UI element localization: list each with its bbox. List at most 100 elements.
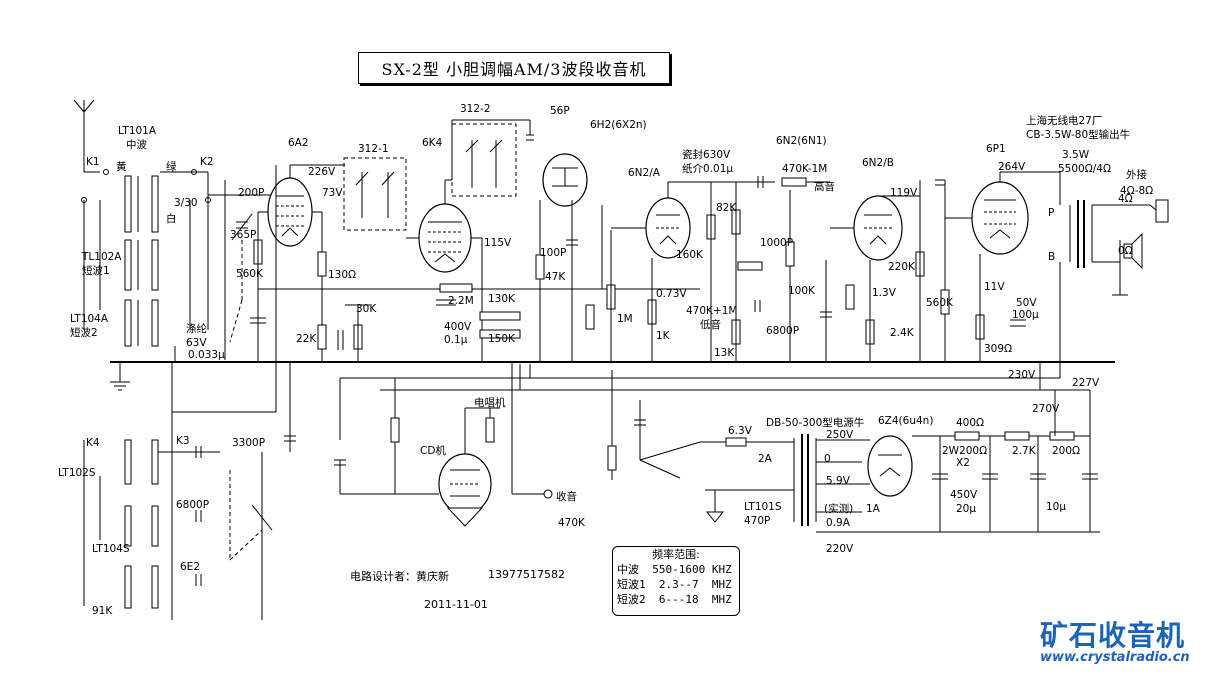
component-label: 中波 <box>126 138 147 151</box>
frequency-range-title: 频率范围: <box>652 548 700 561</box>
component-label: 黄 <box>116 160 127 173</box>
component-label: 312-2 <box>460 103 491 115</box>
resistor-150k <box>479 329 521 339</box>
if-transformer-312-2 <box>451 123 517 197</box>
component-label: 纸介0.01μ <box>682 162 733 175</box>
frequency-range-row: 中波 550-1600 KHZ <box>617 563 732 576</box>
component-label: 电唱机 <box>474 396 506 409</box>
resistor-560k-b <box>940 289 950 315</box>
power-transformer <box>793 434 817 526</box>
component-label: 470K-1M <box>782 163 827 175</box>
component-label: 130Ω <box>328 269 356 281</box>
tube-6p1 <box>971 181 1029 255</box>
component-label: 6.3V <box>728 425 753 437</box>
treble-potentiometer <box>781 177 807 187</box>
component-label: 200P <box>238 187 264 199</box>
component-label: 2W200Ω <box>942 445 987 457</box>
component-label: P <box>1048 207 1054 219</box>
component-label: 短波2 <box>70 326 98 339</box>
component-label: 上海无线电27厂 <box>1026 114 1102 127</box>
component-label: 5500Ω/4Ω <box>1058 163 1111 175</box>
component-label: 73V <box>322 187 343 199</box>
component-label: 91K <box>92 605 113 617</box>
antenna-icon <box>73 99 95 172</box>
component-label: 56P <box>550 105 570 117</box>
component-label: 1M <box>617 313 633 325</box>
component-label: 400V <box>444 321 472 333</box>
tube-6n2-b <box>853 195 903 261</box>
component-label: 130K <box>488 293 516 305</box>
component-label: K2 <box>200 156 214 168</box>
component-label: CD机 <box>420 444 446 457</box>
tube-6h2 <box>542 153 588 207</box>
component-label: 5.9V <box>826 475 851 487</box>
coil-lt104s <box>124 565 159 609</box>
component-label: 160K <box>676 249 704 261</box>
component-label: 涤纶 <box>186 322 207 335</box>
speaker-icon <box>1123 232 1143 270</box>
component-label: 220V <box>826 543 854 555</box>
component-label: 6N2(6N1) <box>776 135 827 147</box>
component-label: 6N2/B <box>862 157 894 169</box>
component-label: 6K4 <box>422 137 443 149</box>
component-label: 400Ω <box>956 417 984 429</box>
component-label: 瓷封630V <box>682 148 731 161</box>
component-label: 2.7K <box>1012 445 1037 457</box>
component-label: 450V <box>950 489 978 501</box>
component-label: 2.4K <box>890 327 915 339</box>
coil-tl102a <box>124 239 159 291</box>
component-label: 0 <box>824 453 831 465</box>
coil-lt101s <box>124 439 159 485</box>
component-label: 100μ <box>1012 309 1039 321</box>
tube-6k4 <box>418 203 472 273</box>
component-label: 560K <box>236 268 264 280</box>
component-label: 309Ω <box>984 343 1012 355</box>
component-label: LT102S <box>58 467 96 479</box>
component-label: LT101A <box>118 125 157 137</box>
tube-6e2 <box>438 453 492 527</box>
coil-lt102s <box>124 505 159 547</box>
resistor-200-ohm <box>1049 431 1075 441</box>
component-label: 3300P <box>232 437 265 449</box>
component-label: 20μ <box>956 503 976 515</box>
cd-input-jack-icon <box>543 489 553 499</box>
component-label: 63V <box>186 337 207 349</box>
component-label: 6N2/A <box>628 167 661 179</box>
component-label: 3/30 <box>174 197 198 209</box>
component-label: 470K <box>558 517 586 529</box>
component-label: 外接 <box>1126 168 1148 181</box>
component-label: 2.2M <box>448 295 474 307</box>
component-label: 6P1 <box>986 143 1006 155</box>
component-label: 82K <box>716 202 737 214</box>
tube-6a2 <box>267 177 313 247</box>
component-label: 11V <box>984 281 1005 293</box>
component-label: 270V <box>1032 403 1060 415</box>
component-label: 264V <box>998 161 1026 173</box>
component-label: 220K <box>888 261 916 273</box>
component-label: 365P <box>230 229 256 241</box>
resistor-100k <box>785 241 795 267</box>
component-label: B <box>1048 251 1055 263</box>
site-logo: 矿石收音机 <box>1040 619 1186 652</box>
bass-potentiometer <box>737 261 763 271</box>
component-label: 30K <box>356 303 377 315</box>
resistor-1m-c <box>845 284 855 310</box>
component-label: 312-1 <box>358 143 389 155</box>
component-label: 560K <box>926 297 954 309</box>
power-plug-icon <box>705 490 725 523</box>
component-label: 22K <box>296 333 317 345</box>
component-label: 226V <box>308 166 336 178</box>
component-label: X2 <box>956 457 970 469</box>
component-label: LT101S <box>744 501 782 513</box>
component-label: 6800P <box>176 499 209 511</box>
designer-phone: 13977517582 <box>488 568 565 581</box>
component-label: (实测) <box>824 502 853 515</box>
component-label: 6800P <box>766 325 799 337</box>
coil-lt104a <box>124 299 159 347</box>
component-label: 0.9A <box>826 517 851 529</box>
component-label: 1000P <box>760 237 793 249</box>
resistor-22k <box>317 324 327 350</box>
component-label: 2A <box>758 453 773 465</box>
component-label: K4 <box>86 437 100 449</box>
volume-potentiometer <box>607 445 617 471</box>
